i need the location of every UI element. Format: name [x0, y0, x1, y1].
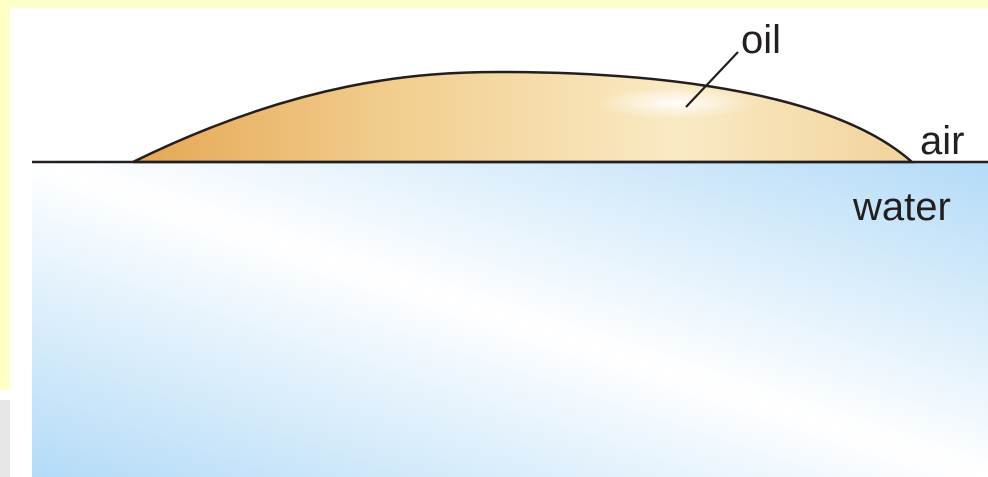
oil-highlight [596, 87, 756, 119]
air-label: air [920, 121, 964, 161]
oil-label: oil [741, 20, 781, 60]
oil-drop [133, 72, 912, 162]
water-body [32, 162, 988, 477]
water-label: water [853, 187, 951, 227]
